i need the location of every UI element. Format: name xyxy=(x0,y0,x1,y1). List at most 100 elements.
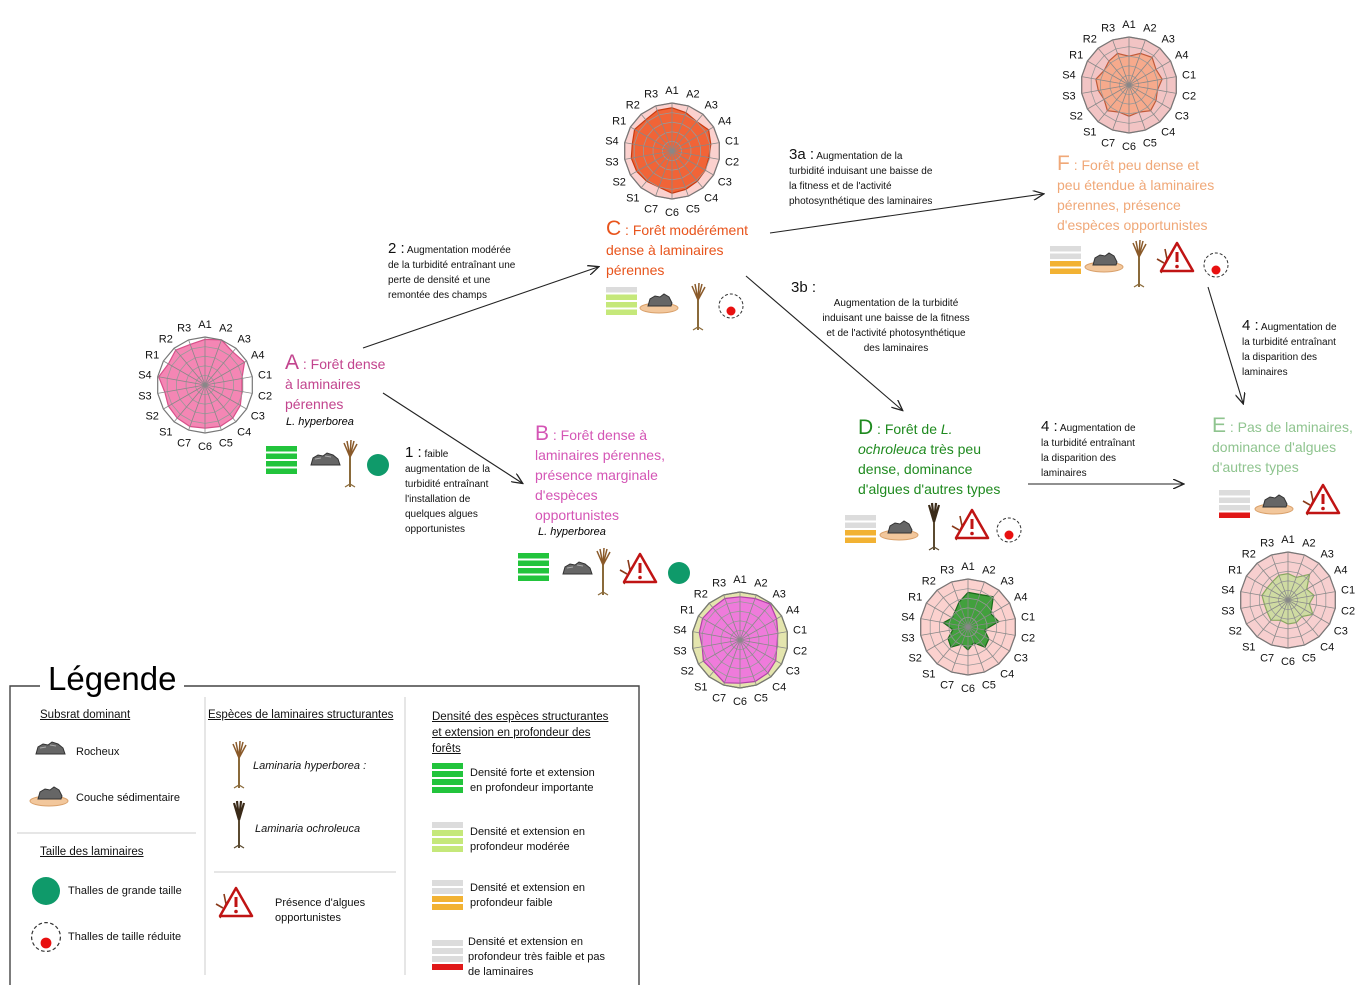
radar-c-axis-label: R3 xyxy=(644,89,658,101)
density-bars-d-bar xyxy=(845,530,876,536)
step-3b-text: Augmentation de la turbidité induisant u… xyxy=(806,296,986,356)
state-b-letter: B xyxy=(535,422,550,445)
state-b-line4: d'espèces xyxy=(535,487,598,503)
radar-e-spoke xyxy=(1287,599,1330,625)
radar-a-spoke xyxy=(204,360,247,386)
state-b-line2: laminaires pérennes, xyxy=(535,447,665,463)
legend-bars-moderee-bar xyxy=(432,838,463,844)
rock-icon xyxy=(310,452,341,466)
legend-densite-moderee-line2: profondeur modérée xyxy=(470,841,570,853)
radar-d-spoke xyxy=(936,589,969,628)
radar-a-spoke xyxy=(204,339,222,386)
radar-c-axis-label: C1 xyxy=(725,135,739,147)
legend-reduite: Thalles de taille réduite xyxy=(68,931,182,943)
radar-a-spoke xyxy=(188,339,206,386)
radar-e-spoke xyxy=(1256,599,1289,638)
density-bars-c-bar xyxy=(606,302,637,308)
radar-e-axis-label: A2 xyxy=(1302,538,1315,550)
legend-bars-tres-faible-bar xyxy=(432,956,463,962)
density-bars-e-bar xyxy=(1219,497,1250,503)
legend-bars-forte-bar xyxy=(432,787,463,793)
density-bars-b-bar xyxy=(518,575,549,581)
step-1-line5: opportunistes xyxy=(405,524,466,535)
radar-c-spoke xyxy=(671,150,714,176)
step-3b-line2: induisant une baisse de la fitness xyxy=(822,313,970,324)
density-bars-d-bar xyxy=(845,515,876,521)
state-d-genus: L. xyxy=(940,421,953,437)
radar-d-spoke xyxy=(920,618,969,628)
state-e-heading: : Pas de laminaires, xyxy=(1226,419,1353,435)
radar-e-spoke xyxy=(1246,575,1289,601)
radar-c-axis-label: S2 xyxy=(612,176,625,188)
radar-e-axis-label: S2 xyxy=(1228,625,1241,637)
radar-d-spoke xyxy=(967,626,1010,652)
step-1-line1: augmentation de la xyxy=(405,464,491,475)
radar-d-axis-label: C7 xyxy=(940,679,954,691)
radar-f-axis-label: R2 xyxy=(1083,33,1097,45)
step-3a-line2: la fitness et de l'activité xyxy=(789,181,892,192)
laminaria-hyperborea-icon xyxy=(596,547,611,596)
state-f-line2: peu étendue à laminaires xyxy=(1057,177,1215,193)
density-bars-f-bar xyxy=(1050,253,1081,259)
step-4-de-line0: Augmentation de xyxy=(1057,423,1136,434)
radar-c-axis-label: S1 xyxy=(626,193,639,205)
radar-b-axis-label: C4 xyxy=(772,682,786,694)
radar-c-spoke xyxy=(671,105,689,152)
density-bars-e-bar xyxy=(1219,505,1250,511)
step-4-fe-line2: la disparition des xyxy=(1242,352,1318,363)
legend-densite-faible-line1: Densité et extension en xyxy=(470,882,585,894)
radar-e-spoke xyxy=(1287,562,1320,601)
laminaria-ochroleuca-icon xyxy=(927,501,941,552)
radar-c-axis-label: R1 xyxy=(612,116,626,128)
step-2-line3: remontée des champs xyxy=(388,290,487,301)
legend-densite-moderee-line1: Densité et extension en xyxy=(470,826,585,838)
radar-c-spoke xyxy=(671,150,704,189)
legend-frame xyxy=(9,685,640,985)
radar-f-axis-label: C1 xyxy=(1182,69,1196,81)
state-c-line3: pérennes xyxy=(606,262,665,278)
step-2-line1: de la turbidité entraînant une xyxy=(388,260,516,271)
radar-c-axis-label: C4 xyxy=(704,193,718,205)
legend-grande: Thalles de grande taille xyxy=(68,885,182,897)
step-1-line0: faible xyxy=(421,449,449,460)
radar-d-spoke xyxy=(920,626,969,636)
legend-densite-heading: Densité des espèces structurantes et ext… xyxy=(432,709,608,757)
radar-f-axis-label: A2 xyxy=(1143,23,1156,35)
legend-densite-faible: Densité et extension en profondeur faibl… xyxy=(470,881,585,911)
legend-presence: Présence d'algues opportunistes xyxy=(275,896,365,926)
state-a-line3: pérennes xyxy=(285,396,344,412)
legend-densite-tres-faible-line1: Densité et extension en xyxy=(468,936,583,948)
legend-rocheux: Rocheux xyxy=(76,746,120,758)
radar-a-axis-label: A3 xyxy=(237,333,250,345)
radar-f-axis-label: C4 xyxy=(1161,127,1175,139)
radar-e-axis-label: S3 xyxy=(1221,606,1234,618)
step-2-label: 2 : Augmentation modérée de la turbidité… xyxy=(388,241,515,303)
radar-d-spoke xyxy=(967,618,1016,628)
legend-bars-faible-bar xyxy=(432,888,463,894)
radar-a-axis-label: S4 xyxy=(138,369,151,381)
radar-d-spoke xyxy=(936,626,969,665)
radar-a-axis-label: A2 xyxy=(219,323,232,335)
density-bars-c-bar xyxy=(606,309,637,315)
radar-c-spoke xyxy=(671,126,714,152)
legend-densite-faible-line2: profondeur faible xyxy=(470,897,553,909)
radar-b-spoke xyxy=(708,602,741,641)
density-bars-a xyxy=(266,446,297,474)
radar-f-axis-label: A4 xyxy=(1175,50,1188,62)
step-4-fe-line3: laminaires xyxy=(1242,367,1288,378)
radar-b-axis-label: C1 xyxy=(793,624,807,636)
radar-c-axis-label: C6 xyxy=(665,207,679,219)
radar-d-axis-label: R2 xyxy=(922,575,936,587)
radar-a-spoke xyxy=(163,384,206,410)
radar-e-spoke xyxy=(1287,591,1336,601)
radar-e-spoke xyxy=(1287,599,1336,609)
state-b-heading: : Forêt dense à xyxy=(549,427,648,443)
radar-b-axis-label: C6 xyxy=(733,696,747,708)
state-a-letter: A xyxy=(285,351,300,374)
radar-d-spoke xyxy=(951,581,969,628)
legend-presence-line2: opportunistes xyxy=(275,912,342,924)
legend-bars-forte-bar xyxy=(432,779,463,785)
density-bars-c xyxy=(606,287,637,315)
radar-a-axis-label: C2 xyxy=(258,391,272,403)
